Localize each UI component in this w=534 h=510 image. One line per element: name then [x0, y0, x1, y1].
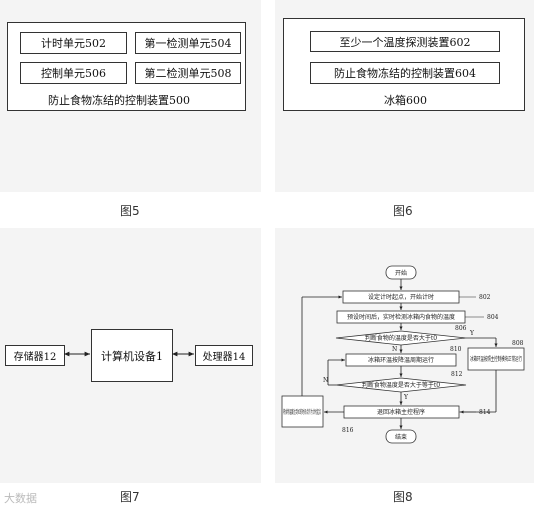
fig5-device-label: 防止食物冻结的控制装置500 — [48, 94, 190, 107]
fig8-label-804: 804 — [487, 314, 499, 321]
fig5-unit-timer: 计时单元502 — [20, 32, 127, 54]
fig8-decision-806-text: 判断食物的温度是否大于t0 — [365, 334, 437, 342]
fig8-yes-812: Y — [403, 394, 409, 401]
fig8-end-text: 结束 — [395, 433, 407, 441]
fig6-caption: 图6 — [393, 204, 413, 218]
fig8-no-812: N — [323, 377, 328, 384]
fig6-control-device-box: 防止食物冻结的控制装置604 — [310, 62, 500, 84]
fig8-label-806: 806 — [455, 325, 467, 332]
fig5-unit-second-detect: 第二检测单元508 — [135, 62, 241, 84]
fig7-caption: 图7 — [120, 490, 140, 504]
fig6-temp-sensor-box: 至少一个温度探测装置602 — [310, 31, 500, 52]
fig8-end-node — [385, 429, 417, 444]
fig8-label-802: 802 — [479, 294, 491, 301]
fig5-caption: 图5 — [120, 204, 140, 218]
fig8-label-812: 812 — [451, 371, 463, 378]
fig7-processor-box: 处理器14 — [195, 345, 253, 366]
fig8-label-808: 808 — [512, 340, 524, 347]
fig8-step-802-text: 设定计时起点，开始计时 — [368, 293, 434, 301]
fig8-start-text: 开始 — [395, 269, 407, 277]
watermark-text: 大数据 — [4, 492, 37, 505]
fig8-yes-806: Y — [469, 330, 475, 337]
fig8-step-816-text: 将食物温度达到t0的时间点作为计时起点 — [283, 408, 321, 416]
fig8-label-816: 816 — [342, 427, 354, 434]
fig8-caption: 图8 — [393, 490, 413, 504]
fig8-label-810: 810 — [450, 346, 462, 353]
fig8-no-806: N — [392, 346, 397, 353]
fig8-label-814: 814 — [479, 409, 491, 416]
fig6-fridge-label: 冰箱600 — [384, 94, 427, 107]
fig8-step-816 — [281, 395, 324, 428]
fig8-step-814-text: 退回冰箱主控程序 — [377, 408, 425, 416]
fig8-step-808-text: 冰箱环温按照主控制模块正常运行 — [470, 355, 522, 363]
fig8-step-804-text: 预设时间后，实时检测冰箱内食物的温度 — [347, 313, 455, 321]
fig5-unit-control: 控制单元506 — [20, 62, 127, 84]
fig7-computer-box: 计算机设备1 — [91, 329, 173, 382]
fig8-decision-812-text: 判断食物温度是否大于等于t0 — [362, 381, 440, 389]
fig5-unit-first-detect: 第一检测单元504 — [135, 32, 241, 54]
fig8-step-810-text: 冰箱环温按降温周期运行 — [368, 356, 434, 364]
